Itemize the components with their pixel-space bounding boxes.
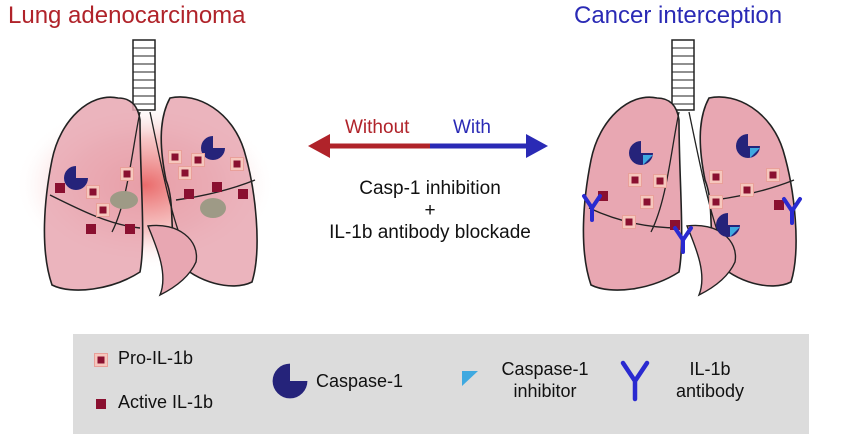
right-lungs: [582, 39, 802, 297]
treatment-text: Casp-1 inhibition + IL-1b antibody block…: [290, 178, 570, 244]
title-lung-adenocarcinoma: Lung adenocarcinoma: [8, 2, 246, 29]
title-cancer-interception: Cancer interception: [574, 2, 783, 29]
pro-il1b-icon: [740, 183, 754, 197]
active-il1b-icon: [125, 224, 135, 234]
legend-active-il1b-icon: [96, 399, 106, 409]
pro-il1b-icon: [766, 168, 780, 182]
pro-il1b-icon: [230, 157, 244, 171]
right-right-lung: [582, 96, 683, 291]
right-trachea: [671, 39, 695, 111]
active-il1b-icon: [774, 200, 784, 210]
active-il1b-icon: [212, 182, 222, 192]
legend-label-inhibitor: Caspase-1 inhibitor: [490, 358, 600, 402]
active-il1b-icon: [184, 189, 194, 199]
legend-caspase1-icon: [272, 363, 308, 399]
left-lungs: [15, 39, 275, 297]
label-with: With: [453, 117, 491, 138]
legend-box: [73, 334, 809, 434]
with-arrowhead: [526, 134, 548, 158]
pro-il1b-icon: [178, 166, 192, 180]
pro-il1b-icon: [622, 215, 636, 229]
legend-antibody-line-2: antibody: [675, 381, 745, 401]
legend-label-pro-il1b: Pro-IL-1b: [118, 348, 194, 368]
pro-il1b-icon: [709, 170, 723, 184]
legend-inhibitor-icon: [462, 371, 478, 386]
legend-label-caspase1: Caspase-1: [316, 371, 404, 391]
legend-inhibitor-line-1: Caspase-1: [501, 359, 589, 379]
pro-il1b-icon: [653, 174, 667, 188]
active-il1b-icon: [238, 189, 248, 199]
pro-il1b-icon: [640, 195, 654, 209]
legend-label-antibody: IL-1b antibody: [660, 358, 760, 402]
tumor: [200, 198, 226, 218]
with-without-arrow: [308, 134, 548, 158]
pro-il1b-icon: [86, 185, 100, 199]
pro-il1b-icon: [96, 203, 110, 217]
pro-il1b-icon: [168, 150, 182, 164]
legend-label-active-il1b: Active IL-1b: [118, 392, 214, 412]
pro-il1b-icon: [628, 173, 642, 187]
left-heart-lobe: [147, 224, 198, 297]
treatment-line-3: IL-1b antibody blockade: [329, 222, 531, 243]
tumor: [110, 191, 138, 209]
active-il1b-icon: [86, 224, 96, 234]
treatment-line-1: Casp-1 inhibition: [359, 178, 501, 199]
legend-inhibitor-line-2: inhibitor: [513, 381, 577, 401]
treatment-line-2: +: [424, 200, 436, 221]
pro-il1b-icon: [709, 195, 723, 209]
pro-il1b-icon: [120, 167, 134, 181]
label-without: Without: [345, 117, 410, 138]
pro-il1b-icon: [191, 153, 205, 167]
legend-antibody-icon: [620, 360, 650, 402]
legend-pro-il1b-icon: [94, 353, 108, 367]
active-il1b-icon: [55, 183, 65, 193]
without-arrowhead: [308, 134, 330, 158]
legend-antibody-line-1: IL-1b: [689, 359, 731, 379]
left-trachea: [132, 39, 156, 111]
